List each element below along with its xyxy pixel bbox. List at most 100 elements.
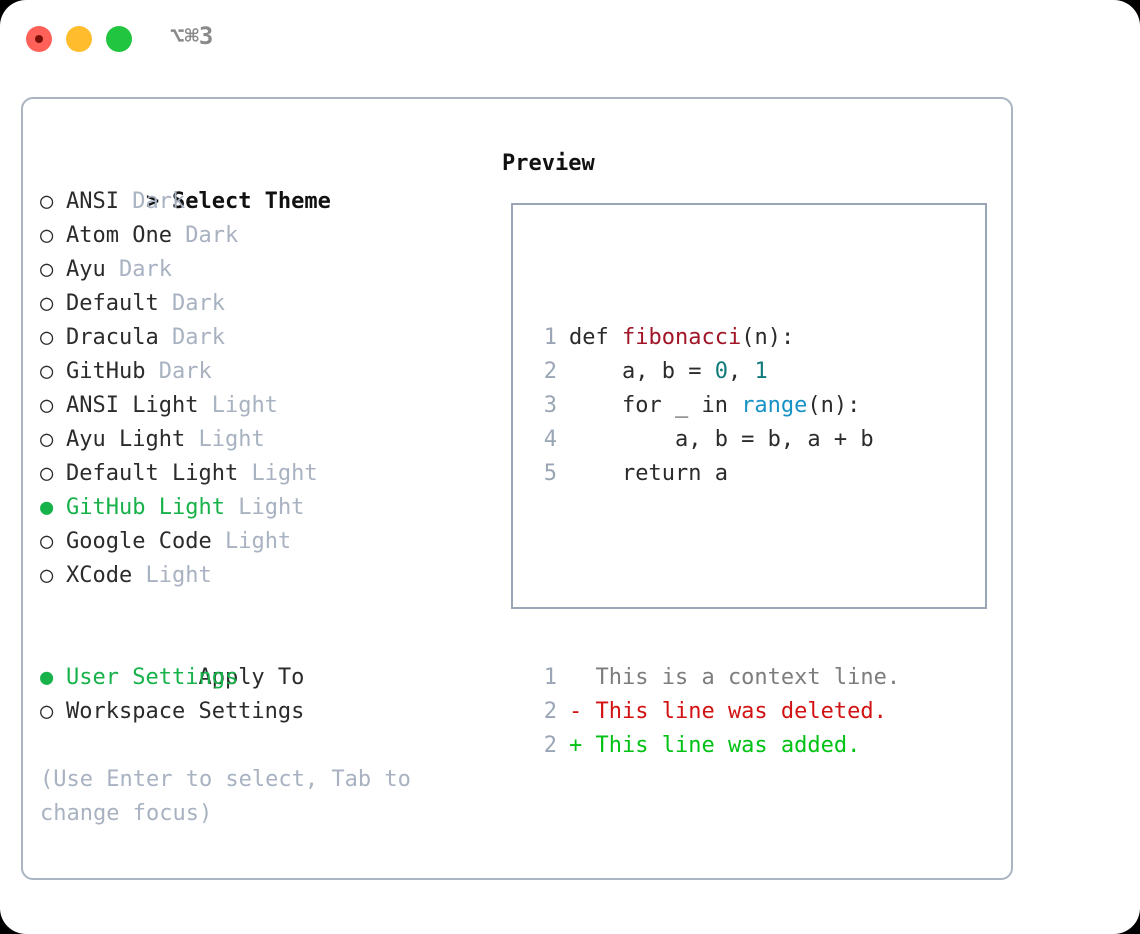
caret-icon: > — [145, 189, 160, 214]
theme-list: ○ANSI Dark○Atom One Dark○Ayu Dark○Defaul… — [40, 185, 490, 593]
hint-text: (Use Enter to select, Tab to change focu… — [40, 767, 425, 826]
theme-picker-heading-label: Select Theme — [171, 189, 331, 214]
apply-to-item-label: Workspace Settings — [66, 699, 305, 724]
theme-list-item[interactable]: ○ Default Light Light — [40, 457, 490, 491]
theme-picker-column: >Select Theme ○ANSI Dark○Atom One Dark○A… — [40, 151, 490, 831]
theme-list-item[interactable]: ○ANSI Dark — [40, 185, 490, 219]
radio-unselected-icon: ○ — [40, 257, 54, 282]
theme-list-item-label: XCode — [66, 563, 133, 588]
theme-list-item-label: GitHub — [66, 359, 146, 384]
theme-list-item-tag: Dark — [185, 223, 239, 248]
line-number: 1 — [543, 325, 557, 350]
theme-list-item[interactable]: ○Default Dark — [40, 287, 490, 321]
theme-list-item-tag: Light — [238, 495, 305, 520]
theme-list-item[interactable]: ○ Atom One Dark — [40, 219, 490, 253]
apply-to-list: ● User Settings ○ Workspace Settings — [40, 661, 490, 729]
radio-unselected-icon: ○ — [40, 291, 54, 316]
shortcut-label: ⌥⌘3 — [170, 22, 214, 50]
code-token: 1 — [754, 359, 768, 384]
radio-unselected-icon: ○ — [40, 189, 54, 214]
theme-list-item[interactable]: ○ Dracula Dark — [40, 321, 490, 355]
code-token: 0 — [714, 359, 728, 384]
line-number: 2 — [543, 699, 557, 724]
code-token: , — [727, 359, 755, 384]
line-number: 1 — [543, 665, 557, 690]
theme-list-item-tag: Light — [145, 563, 212, 588]
theme-list-item[interactable]: ○ Ayu Light Light — [40, 423, 490, 457]
code-token: - This line was deleted. — [569, 699, 887, 724]
code-token: fibonacci — [621, 325, 742, 350]
diff-lines: 1 This is a context line. 2 - This line wa… — [531, 661, 900, 763]
code-token: This is a context line. — [569, 665, 901, 690]
apply-to-item[interactable]: ○ Workspace Settings — [40, 695, 490, 729]
theme-list-item-tag: Light — [251, 461, 318, 486]
radio-selected-icon: ● — [40, 495, 54, 520]
code-token: a, b = b, a + b — [569, 427, 874, 452]
theme-list-item-label: Default Light — [66, 461, 239, 486]
apply-to-item[interactable]: ● User Settings — [40, 661, 490, 695]
theme-list-item-tag: Light — [224, 529, 292, 554]
radio-selected-icon: ● — [40, 665, 54, 690]
radio-unselected-icon: ○ — [40, 529, 54, 554]
theme-list-item-label: Dracula — [66, 325, 159, 350]
theme-list-item-tag: Dark — [119, 257, 172, 282]
radio-unselected-icon: ○ — [40, 427, 54, 452]
line-number: 4 — [543, 427, 557, 452]
radio-unselected-icon: ○ — [40, 563, 54, 588]
theme-list-item-label: Ayu — [66, 257, 106, 282]
radio-unselected-icon: ○ — [40, 325, 54, 350]
code-line: 4 a, b = b, a + b — [531, 423, 900, 457]
code-token: a, b = — [569, 359, 715, 384]
code-token: def — [569, 325, 622, 350]
close-button[interactable] — [26, 26, 52, 52]
minimize-button[interactable] — [66, 26, 92, 52]
line-number: 5 — [543, 461, 557, 486]
apply-to-section: Apply To ● User Settings ○ Workspace Settin… — [40, 627, 490, 729]
line-number: 2 — [543, 733, 557, 758]
code-token: for _ in — [569, 393, 742, 418]
line-number: 2 — [543, 359, 557, 384]
theme-list-item-label: Google Code — [66, 529, 212, 554]
diff-line: 1 This is a context line. — [531, 661, 900, 695]
code-token: + This line was added. — [569, 733, 861, 758]
theme-list-item[interactable]: ○ Ayu Dark — [40, 253, 490, 287]
theme-list-item[interactable]: ○ANSI Light Light — [40, 389, 490, 423]
diff-line: 2 - This line was deleted. — [531, 695, 900, 729]
radio-unselected-icon: ○ — [40, 699, 54, 724]
theme-list-item[interactable]: ○GitHub Dark — [40, 355, 490, 389]
main-panel: >Select Theme ○ANSI Dark○Atom One Dark○A… — [21, 97, 1013, 880]
radio-unselected-icon: ○ — [40, 359, 54, 384]
diff-line: 2 + This line was added. — [531, 729, 900, 763]
code-line: 3 for _ in range(n): — [531, 389, 900, 423]
theme-list-item-tag: Dark — [171, 325, 225, 350]
theme-list-item[interactable]: ○ Google Code Light — [40, 525, 490, 559]
apply-to-item-label: User Settings — [66, 665, 239, 690]
theme-list-item[interactable]: ○ XCode Light — [40, 559, 490, 593]
radio-unselected-icon: ○ — [40, 223, 54, 248]
theme-list-item-label: Default — [66, 291, 159, 316]
apply-to-heading: Apply To — [40, 627, 490, 690]
code-token: return a — [569, 461, 728, 486]
code-line: 2 a, b = 0, 1 — [531, 355, 900, 389]
theme-list-item-label: GitHub Light — [66, 495, 225, 520]
maximize-button[interactable] — [106, 26, 132, 52]
line-number: 3 — [543, 393, 557, 418]
theme-list-item-label: Ayu Light — [66, 427, 186, 452]
theme-list-item-label: ANSI Light — [66, 393, 199, 418]
theme-list-item-tag: Dark — [132, 189, 186, 214]
radio-unselected-icon: ○ — [40, 461, 54, 486]
theme-list-item-tag: Light — [198, 427, 265, 452]
radio-unselected-icon: ○ — [40, 393, 54, 418]
preview-heading: Preview — [502, 151, 595, 176]
code-token: range — [741, 393, 808, 418]
recording-indicator-icon — [35, 35, 43, 43]
theme-list-item-label: Atom One — [66, 223, 172, 248]
theme-list-item[interactable]: ● GitHub Light Light — [40, 491, 490, 525]
theme-picker-heading: > Select Theme — [40, 151, 490, 214]
code-line: 5 return a — [531, 457, 900, 491]
apply-to-heading-label: Apply To — [198, 665, 305, 690]
